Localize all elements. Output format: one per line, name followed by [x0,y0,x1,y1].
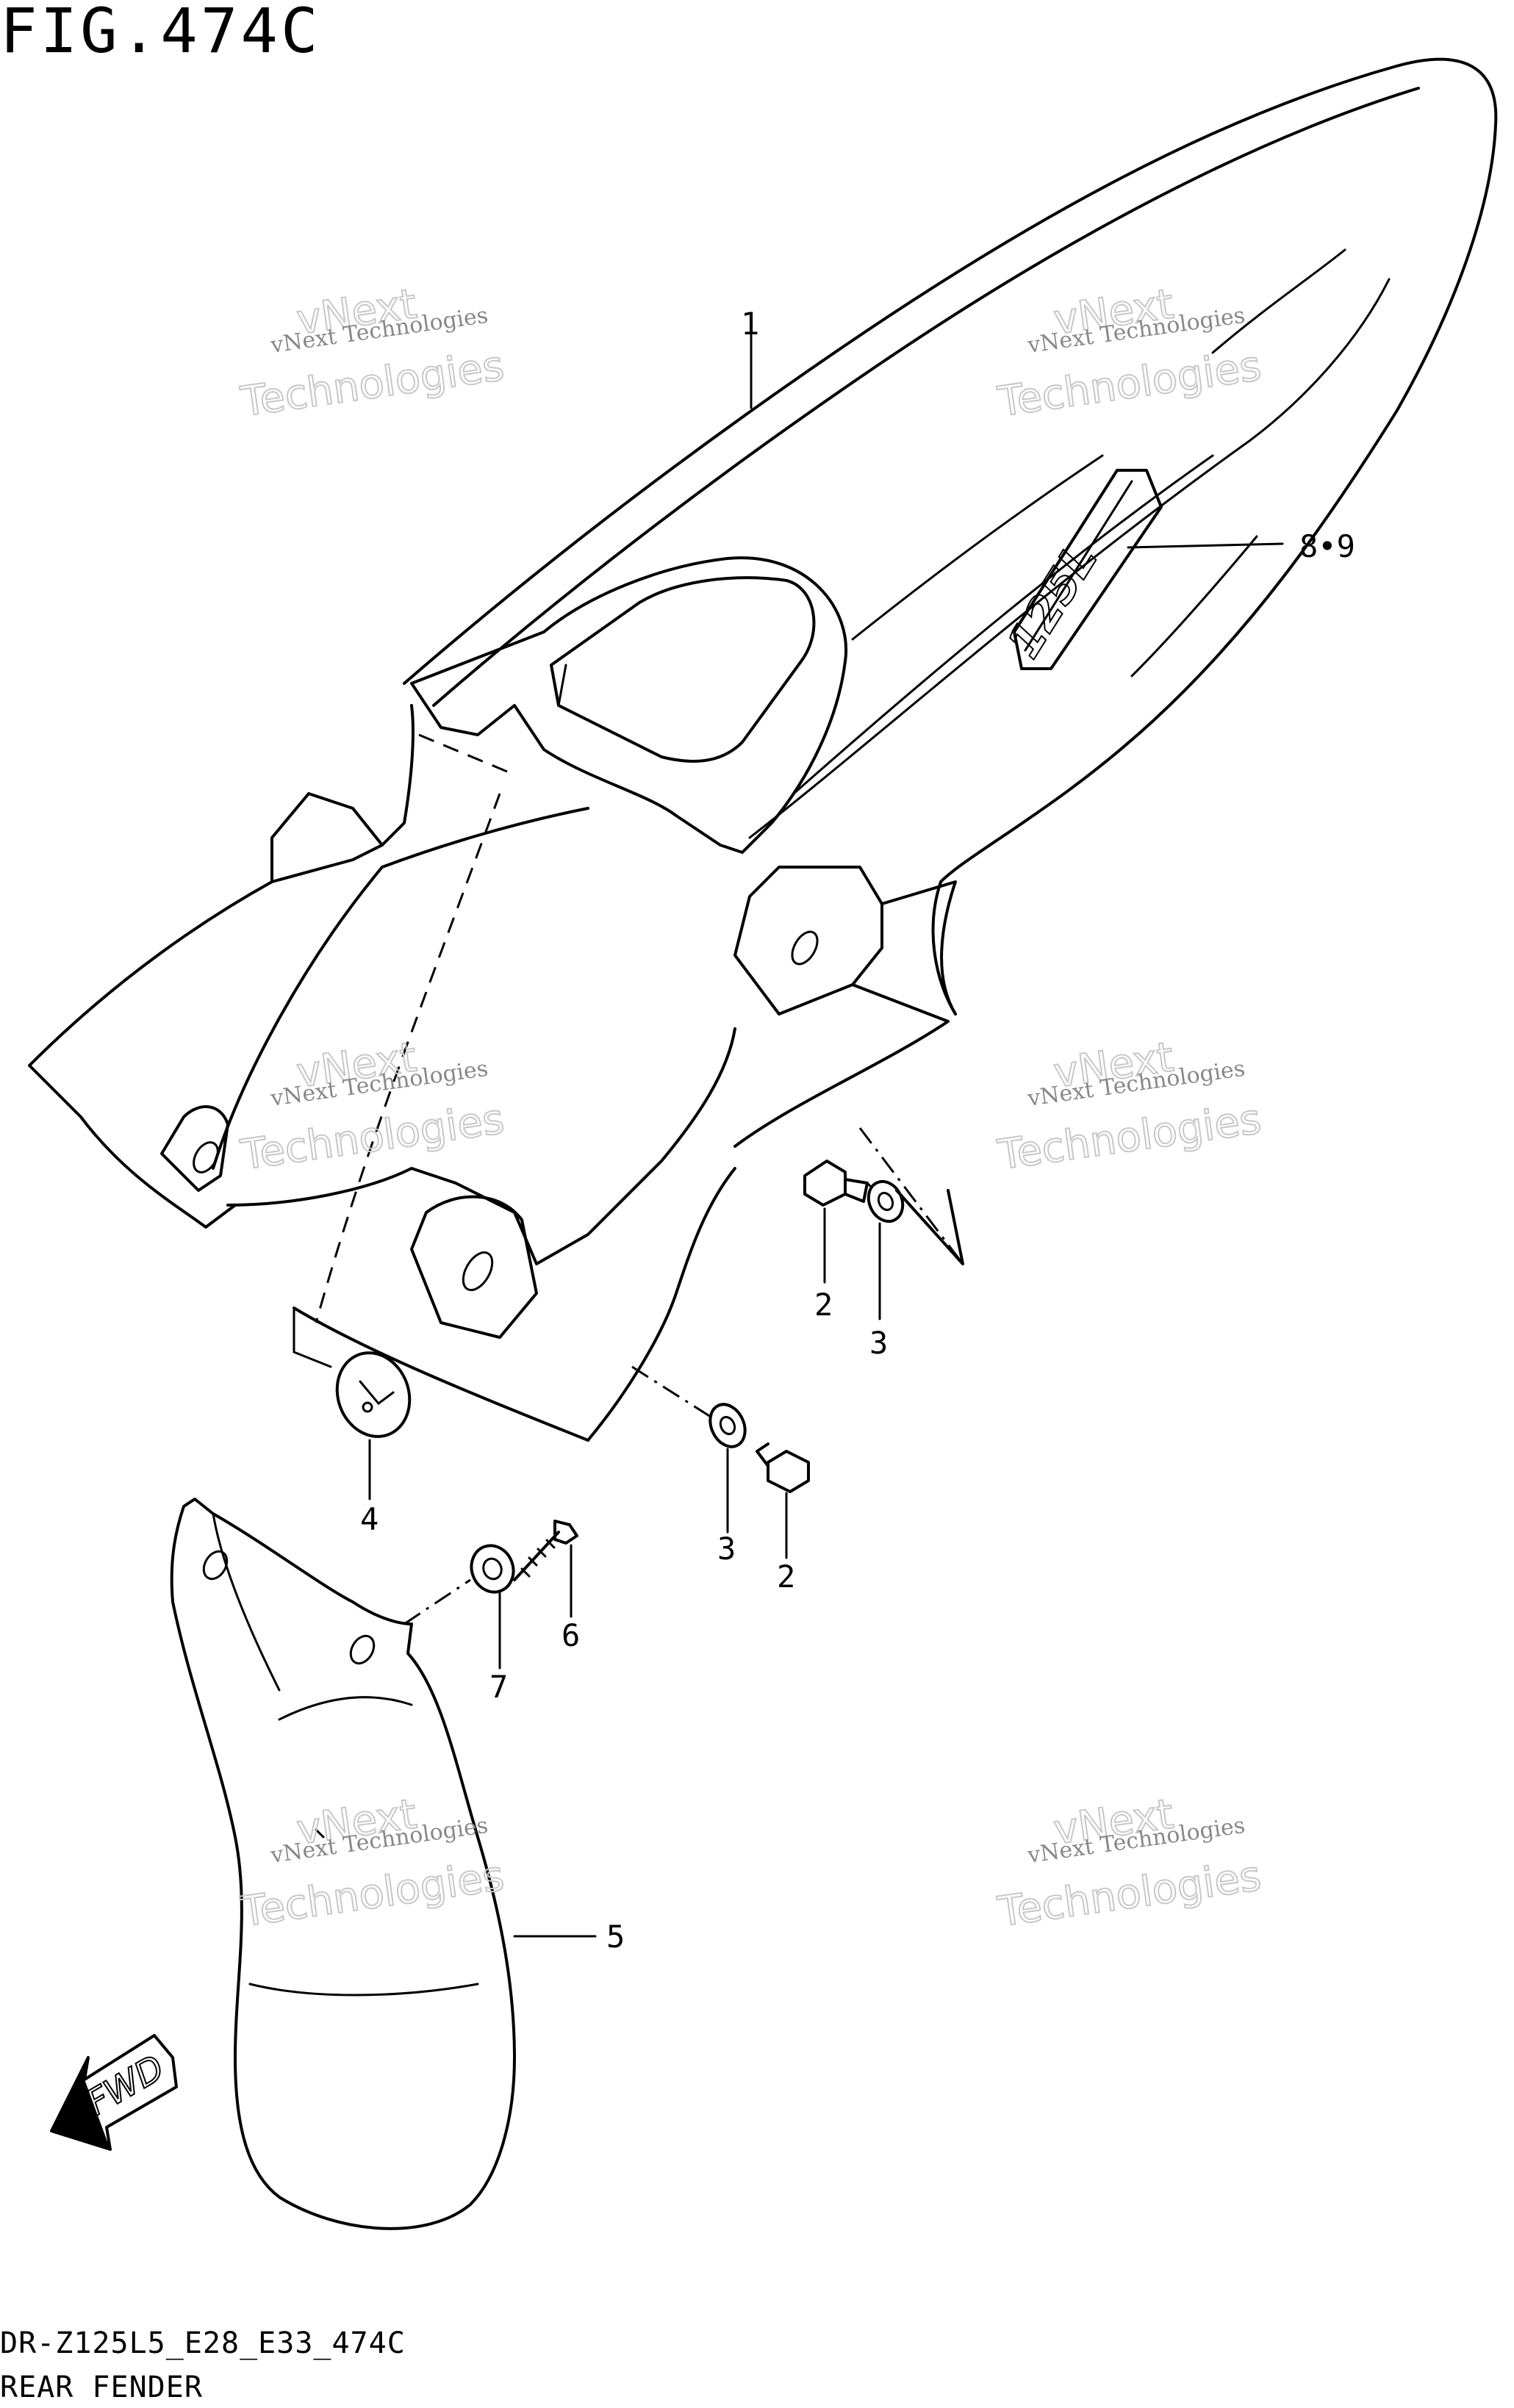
watermark-bottom-right: vNext vNext Technologies Technologies [994,1789,1265,1937]
bolt-part-2-upper [803,1160,872,1207]
callout-2-upper: 2 [814,1287,833,1323]
callout-1: 1 [741,306,759,342]
mud-flap-part-5 [170,1498,516,2230]
watermark-middle-left: vNext vNext Technologies Technologies [237,1032,508,1180]
figure-name: REAR FENDER [0,2371,203,2404]
fwd-label: FWD [79,2047,171,2124]
forward-direction-arrow: FWD [50,2034,178,2151]
washer-part-7 [470,1544,515,1594]
rear-fender-part-1: 125L [28,57,1498,1442]
decal-text: 125L [997,533,1108,667]
washer-part-3-lower [708,1403,747,1448]
figure-code: DR-Z125L5_E28_E33_474C [0,2326,406,2360]
decal-125l: 125L [996,469,1163,670]
callout-2-lower: 2 [777,1559,795,1595]
watermark-top-left: vNext vNext Technologies Technologies [237,279,508,427]
mount-leader [895,1189,964,1265]
figure-title: FIG.474C [0,0,321,67]
watermark-bottom-left: vNext vNext Technologies Technologies [237,1789,508,1937]
watermark-top-right: vNext vNext Technologies Technologies [994,279,1265,427]
grommet-part-4 [335,1351,412,1438]
callout-3-lower: 3 [717,1531,736,1567]
watermark-middle-right: vNext vNext Technologies Technologies [994,1032,1265,1180]
callout-7: 7 [489,1669,508,1705]
leader-8-9 [1127,542,1284,549]
callout-3-upper: 3 [869,1325,888,1361]
callout-5: 5 [606,1919,625,1955]
callout-8-9: 8•9 [1299,528,1355,564]
callout-6: 6 [562,1617,580,1653]
callout-4: 4 [360,1501,378,1537]
screw-part-6 [513,1520,578,1581]
bolt-part-2-lower [756,1442,810,1493]
